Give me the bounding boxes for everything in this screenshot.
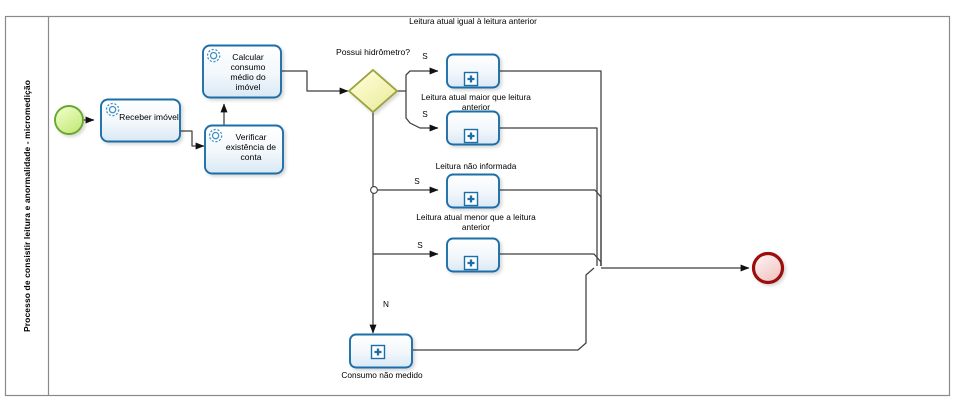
flow-sp3-out	[499, 189, 602, 266]
subprocess-leitura-maior[interactable]	[446, 110, 500, 146]
flow-label-s2: S	[422, 110, 428, 119]
flow-sp4-out	[499, 253, 602, 266]
flow-t1-to-t3	[180, 130, 205, 150]
end-event[interactable]	[751, 251, 785, 285]
flow-label-n1: N	[383, 300, 389, 309]
subprocess-leitura-nao-informada[interactable]	[446, 173, 500, 209]
flow-branch-1	[405, 67, 439, 91]
flow-label-s1: S	[422, 52, 428, 61]
subprocess-leitura-igual[interactable]	[446, 53, 500, 89]
gear-icon	[208, 128, 223, 143]
flow-sp2-out	[499, 127, 598, 266]
flow-branch-2	[405, 91, 439, 132]
task-verificar-existencia[interactable]	[204, 124, 284, 175]
task-calcular-consumo[interactable]	[202, 44, 282, 99]
plus-icon	[463, 191, 479, 207]
plus-icon	[463, 71, 479, 87]
flow-label-s3: S	[414, 177, 420, 186]
flow-sp5-out	[413, 267, 595, 351]
plus-icon	[370, 344, 386, 360]
flow-t2-to-gateway	[281, 70, 349, 95]
flow-label-s4: S	[417, 241, 423, 250]
sequence-flows	[83, 67, 750, 351]
task-receber-imovel[interactable]	[100, 98, 181, 143]
subprocess-consumo-nao-medido[interactable]	[349, 333, 413, 369]
gateway-possui-hidrometro[interactable]	[347, 68, 399, 114]
subprocess-leitura-menor[interactable]	[446, 237, 500, 273]
start-event[interactable]	[54, 105, 84, 135]
plus-icon	[463, 255, 479, 271]
plus-icon	[463, 128, 479, 144]
